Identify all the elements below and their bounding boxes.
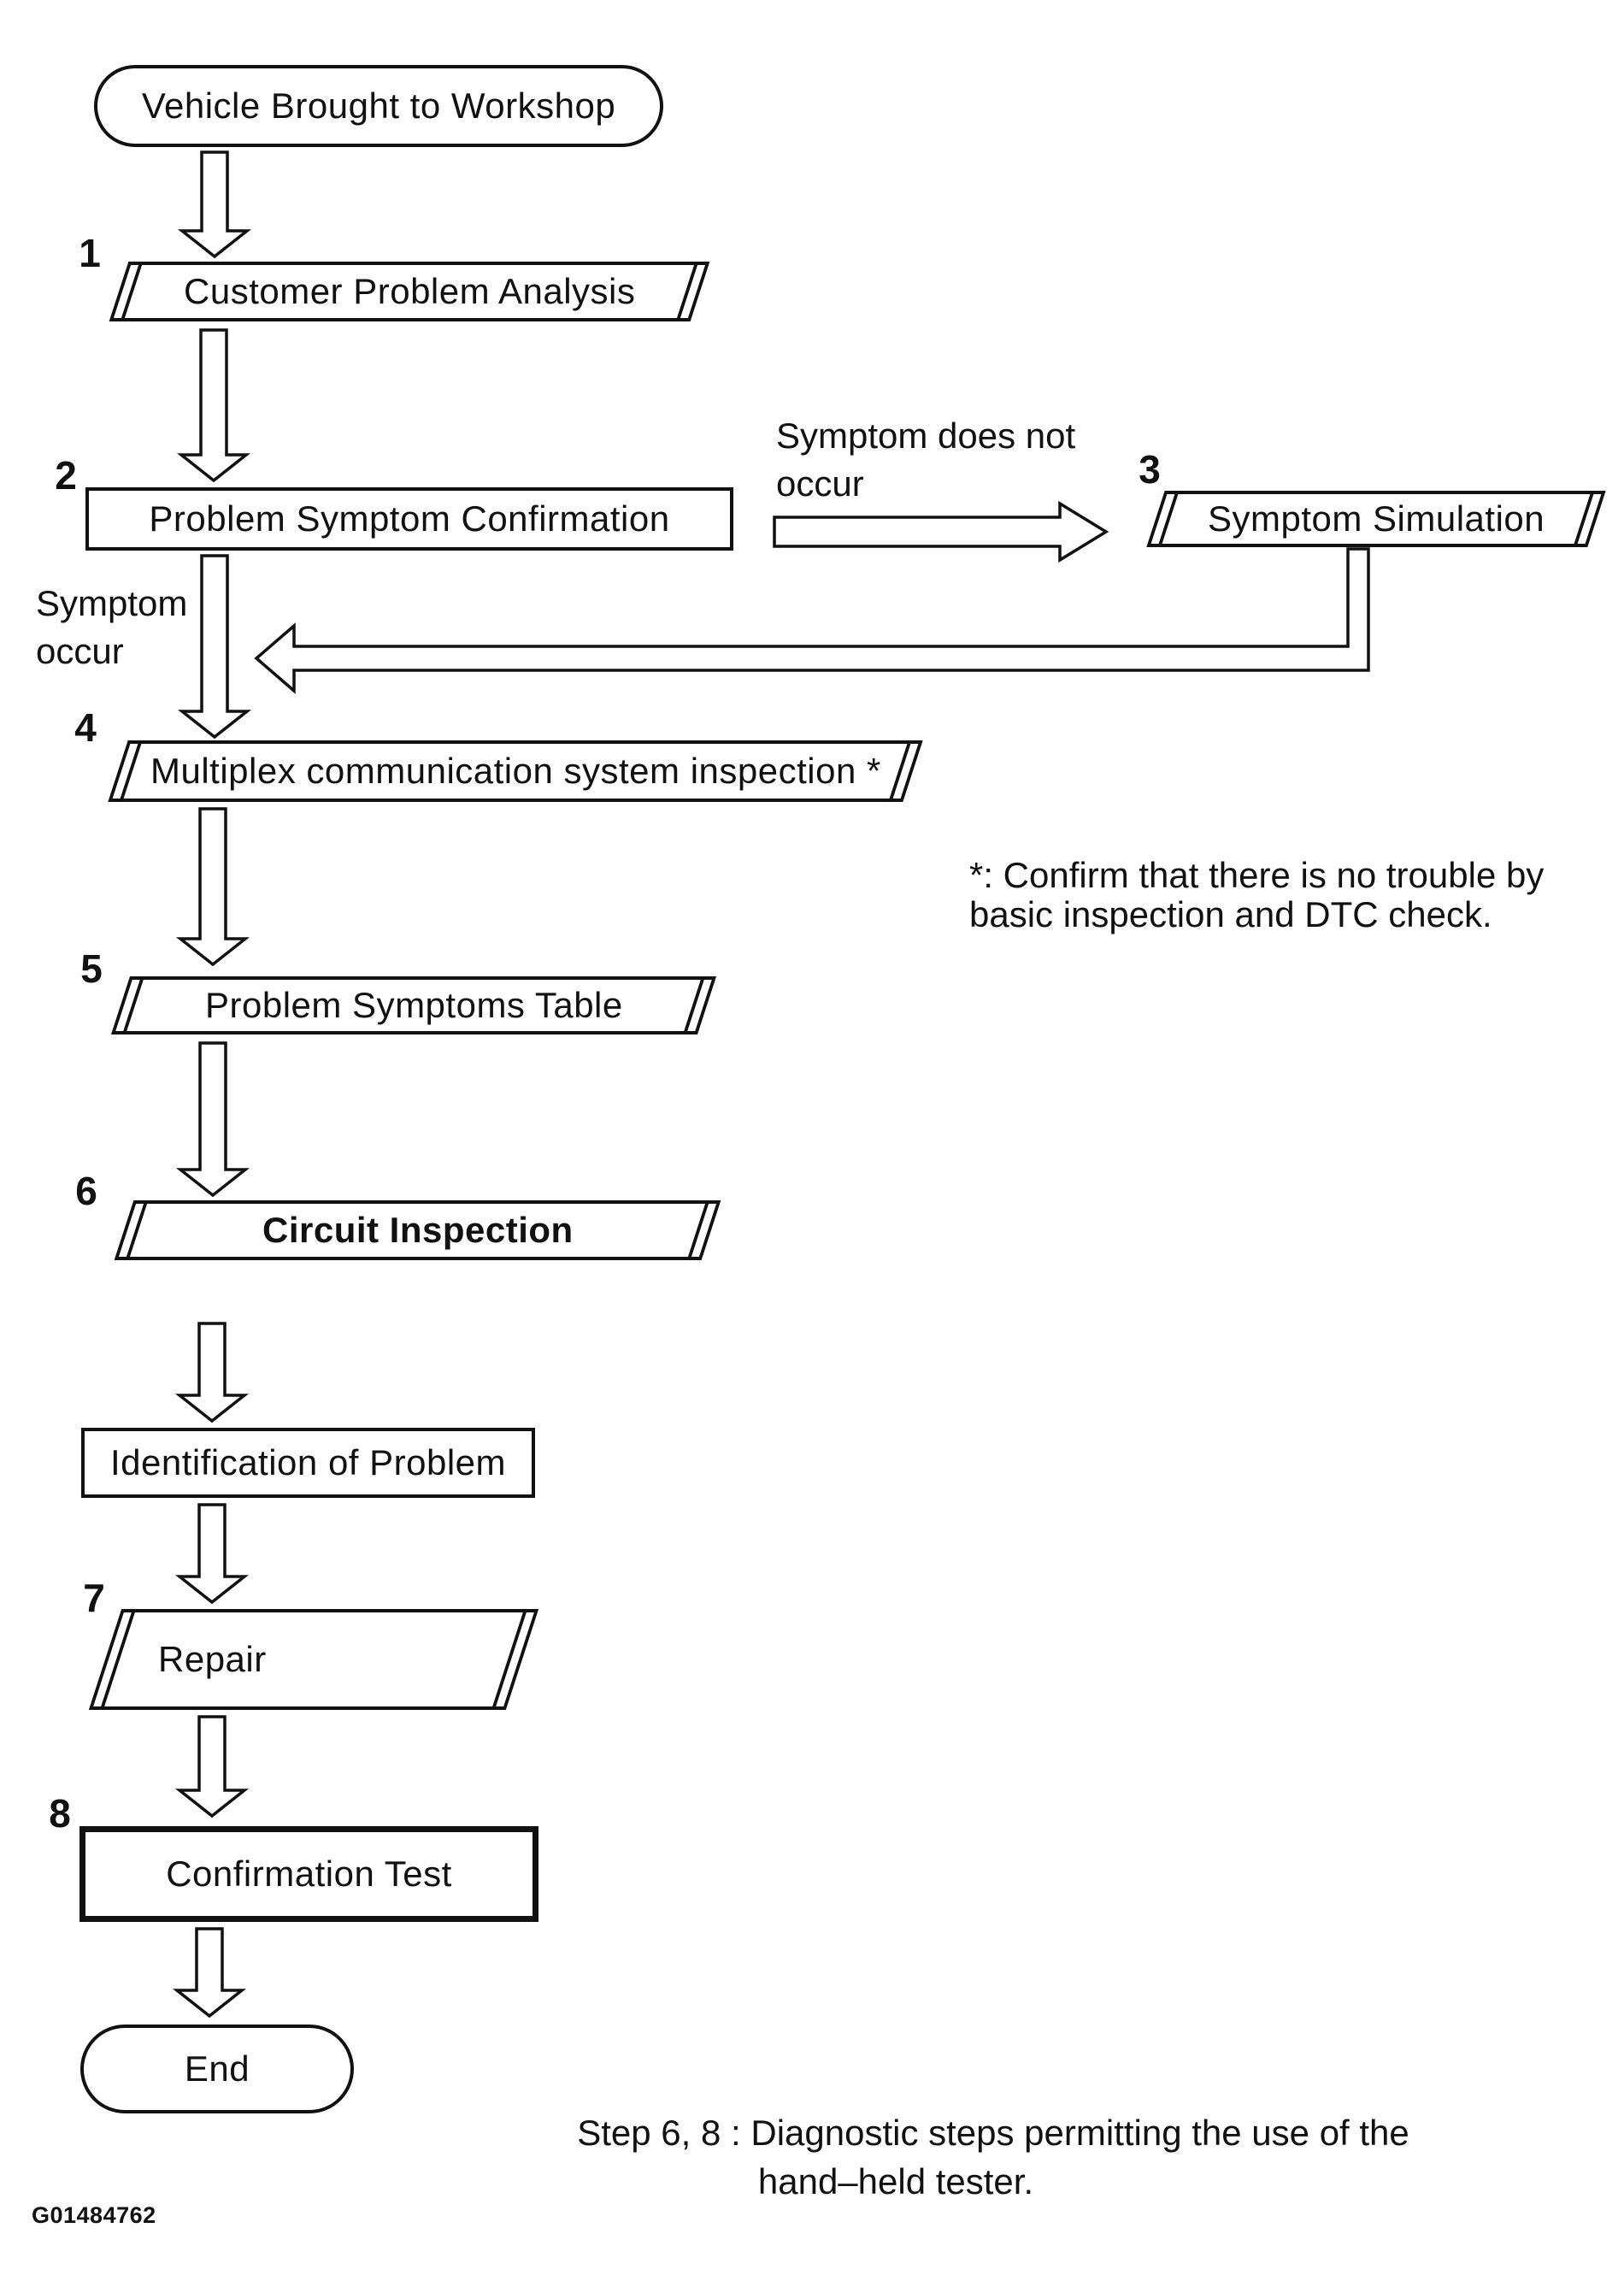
node-label: Problem Symptoms Table <box>204 985 623 1025</box>
node-problem-symptom-confirmation: Problem Symptom Confirmation <box>85 487 733 551</box>
branch-arrow-right <box>773 500 1109 563</box>
down-arrow-7 <box>174 1503 250 1605</box>
down-arrow-5 <box>175 1041 250 1198</box>
caption-line1: Step 6, 8 : Diagnostic steps permitting … <box>577 2113 1409 2153</box>
node-identification-of-problem: Identification of Problem <box>81 1428 535 1498</box>
step-number-1: 1 <box>79 231 101 275</box>
double-edge-left <box>125 1200 149 1260</box>
branch-label-symptom-does-not-occur-line1: Symptom does not <box>776 416 1076 456</box>
down-arrow-3 <box>177 554 252 740</box>
step-number-3: 3 <box>1139 447 1161 492</box>
note-asterisk-line1: *: Confirm that there is no trouble by <box>969 855 1545 895</box>
double-edge-right <box>682 976 706 1034</box>
down-arrow-4 <box>175 807 250 967</box>
node-label: Repair <box>158 1639 267 1679</box>
node-problem-symptoms-table: Problem Symptoms Table <box>110 976 717 1034</box>
node-repair: Repair <box>88 1609 539 1710</box>
step-number-2: 2 <box>55 453 77 498</box>
node-label: Multiplex communication system inspectio… <box>150 751 881 791</box>
note-asterisk-line2: basic inspection and DTC check. <box>969 894 1492 934</box>
branch-label-symptom-does-not-occur-line2: occur <box>776 463 864 504</box>
down-arrow-9 <box>172 1927 247 2019</box>
down-arrow-8 <box>174 1715 250 1818</box>
step-number-7: 7 <box>83 1576 105 1620</box>
double-edge-left <box>120 262 144 321</box>
node-label: Circuit Inspection <box>262 1210 574 1250</box>
double-edge-right <box>491 1609 528 1710</box>
node-start: Vehicle Brought to Workshop <box>94 65 663 147</box>
caption-line2: hand–held tester. <box>757 2161 1034 2201</box>
double-edge-left <box>1157 491 1180 547</box>
branch-label-symptom-occur-line1: Symptom <box>36 583 188 623</box>
node-label: Problem Symptom Confirmation <box>149 498 670 539</box>
return-arrow <box>254 547 1370 694</box>
node-start-label: Vehicle Brought to Workshop <box>141 85 616 126</box>
node-confirmation-test: Confirmation Test <box>79 1826 538 1922</box>
step-number-8: 8 <box>49 1791 71 1836</box>
down-arrow-6 <box>174 1322 250 1423</box>
node-symptom-simulation: Symptom Simulation <box>1146 491 1606 547</box>
node-label: Identification of Problem <box>109 1442 507 1482</box>
figure-id: G01484762 <box>32 2202 156 2228</box>
node-label: Customer Problem Analysis <box>183 271 636 311</box>
double-edge-right <box>675 262 699 321</box>
node-end: End <box>80 2025 354 2113</box>
double-edge-right <box>686 1200 710 1260</box>
double-edge-left <box>121 976 145 1034</box>
branch-label-symptom-occur-line2: occur <box>36 631 124 671</box>
step-number-5: 5 <box>80 946 103 991</box>
double-edge-left <box>119 740 143 802</box>
node-circuit-inspection: Circuit Inspection <box>114 1200 721 1260</box>
node-multiplex-inspection: Multiplex communication system inspectio… <box>108 740 923 802</box>
node-customer-problem-analysis: Customer Problem Analysis <box>109 262 710 321</box>
down-arrow-2 <box>176 328 251 483</box>
step-number-4: 4 <box>74 705 97 750</box>
double-edge-right <box>888 740 912 802</box>
step-number-6: 6 <box>75 1169 97 1213</box>
node-label: Confirmation Test <box>166 1854 452 1894</box>
double-edge-left <box>99 1609 137 1710</box>
down-arrow-1 <box>177 150 252 259</box>
node-end-label: End <box>184 2048 250 2089</box>
double-edge-right <box>1573 491 1595 547</box>
node-label: Symptom Simulation <box>1207 498 1545 539</box>
